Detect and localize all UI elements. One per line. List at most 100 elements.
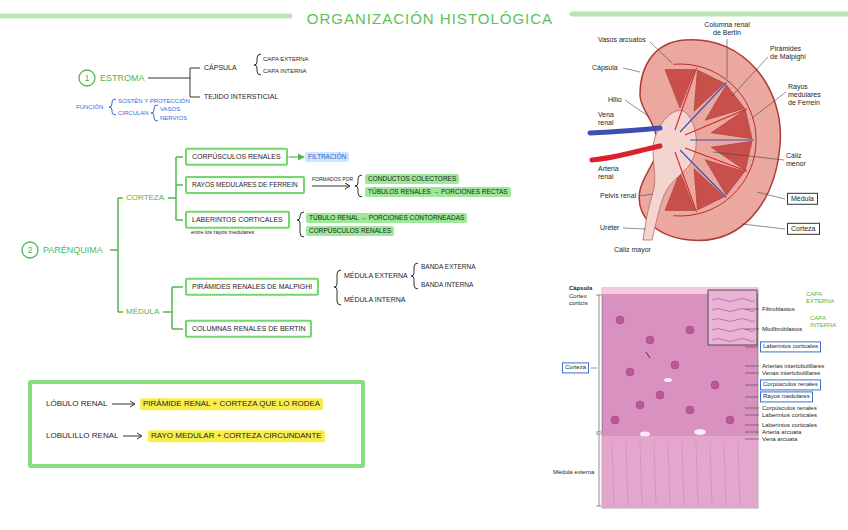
label-text: Venas interlobulillares [762,370,820,377]
label-text: Fibroblastos [762,306,795,313]
label-text: VASOS [160,106,180,113]
stripe [626,442,628,506]
box-text: Laberintos corticales [763,343,818,350]
leader-line [713,152,784,160]
number-circle [22,242,38,258]
micrograph [602,288,758,508]
pyramid [694,169,724,210]
fibre [712,319,754,322]
label-text: 2 [27,245,32,255]
box-text: RAYO MEDULAR + CORTEZA CIRCUNDANTE [151,431,322,441]
brace [297,212,304,237]
label-text: Vena arcuata [762,436,797,443]
brace [109,99,116,115]
stripe [710,442,712,506]
highlight-note: TÚBULOS RENALES → PORCIONES RECTAS [365,187,511,197]
label-text: Arteria renal [598,165,628,181]
box-text: CORPÚSCULOS RENALES [192,153,281,161]
medulla-stripes [612,442,740,506]
label-text: Vena renal [598,111,622,127]
bracket [168,157,183,220]
box-text: Rayos medulares [763,393,810,400]
box-text: TÚBULOS RENALES → PORCIONES RECTAS [368,188,508,196]
label-text: Pelvis renal [600,192,636,200]
stripe [682,442,684,506]
box-text: CONDUCTOS COLECTORES [368,175,456,183]
title-bar [0,14,290,19]
stripe [640,442,642,506]
glomerulus [646,336,654,344]
summary-box: LÓBULO RENALLOBULILLO RENALPIRÁMIDE RENA… [28,380,365,468]
arrow [312,183,350,189]
glomerulus [656,391,664,399]
stripe [738,442,740,506]
label-text: Cápsula [592,64,618,72]
label-text: Corpúsculos renales [762,405,817,412]
label-text: TEJIDO INTERSTICIAL [204,93,278,101]
leader-line [745,309,759,439]
label-text: ESTROMA [100,73,145,83]
boxed-label: Corteza [562,362,589,373]
label-text: 1 [84,73,89,83]
vessel-lumens [640,378,706,437]
bracket [148,68,200,97]
boxed-label: Médula [787,193,818,205]
boxed-label: Rayos medulares [760,391,813,402]
box-text: TÚBULO RENAL → PORCIONES CONTORNEADAS [309,214,464,222]
marker-tick [646,352,650,358]
leader-line [591,368,597,369]
leader-line [742,224,785,229]
arcuate-vessel [673,64,756,216]
label-text: Laberintos corticales [762,412,817,419]
title-bar [572,12,848,17]
leader-line [623,228,646,229]
stripe [724,442,726,506]
glomerulus [686,406,694,414]
label-text: CAPA EXTERNA [263,56,309,63]
label-text: Hilio [608,96,622,104]
highlight-note: TÚBULO RENAL → PORCIONES CONTORNEADAS [306,213,467,223]
brace [151,105,158,121]
kidney-outline [639,40,780,241]
box-text: Corteza [565,364,586,371]
box-text: COLUMNAS RENALES DE BERTIN [192,325,305,333]
structure-box: COLUMNAS RENALES DE BERTIN [185,320,312,338]
label-text: Rayos medulares de Ferrein [788,83,828,107]
arrow [123,433,142,439]
label-text: SOSTÉN Y PROTECCIÓN [118,98,190,105]
glomerulus [626,368,634,376]
structure-box: LABERINTOS CORTICALESentre los rayos med… [185,211,290,229]
glomerulus [726,416,734,424]
brace [355,175,362,197]
fibre [712,299,754,302]
box-text: CORPÚSCULOS RENALES [309,227,391,235]
bracket [110,198,123,312]
renal-vein [590,128,660,133]
label-text: MÉDULA EXTERNA [344,272,408,280]
box-text: Médula [791,195,814,203]
vessel-lumen [694,429,706,435]
label-text: CORTEZA [126,193,164,202]
box-text: Corpúsculos renales [763,381,818,388]
vein-branch [680,83,754,198]
glomerulus [636,401,644,409]
leader-line [752,92,786,118]
interlobar-vessels [675,68,754,212]
kidney-illustration [590,40,780,241]
brace [411,263,418,289]
inset-fibres [712,299,754,342]
label-text: PARÉNQUIMA [43,245,103,255]
connector-arrow [289,156,304,157]
label-text: Cápsula [569,285,592,292]
stripe [612,442,614,506]
box-note: entre los rayos medulares [191,229,254,236]
structure-box: CORPÚSCULOS RENALES [185,148,288,166]
highlight-note: CORPÚSCULOS RENALES [306,226,394,236]
label-text: NERVIOS [160,115,187,122]
label-text: MÉDULA [126,307,159,316]
label-text: Laberintos corticales [762,422,817,429]
stripe [654,442,656,506]
pyramid [665,70,695,108]
structure-box: PIRÁMIDES RENALES DE MALPIGHI [185,278,319,296]
